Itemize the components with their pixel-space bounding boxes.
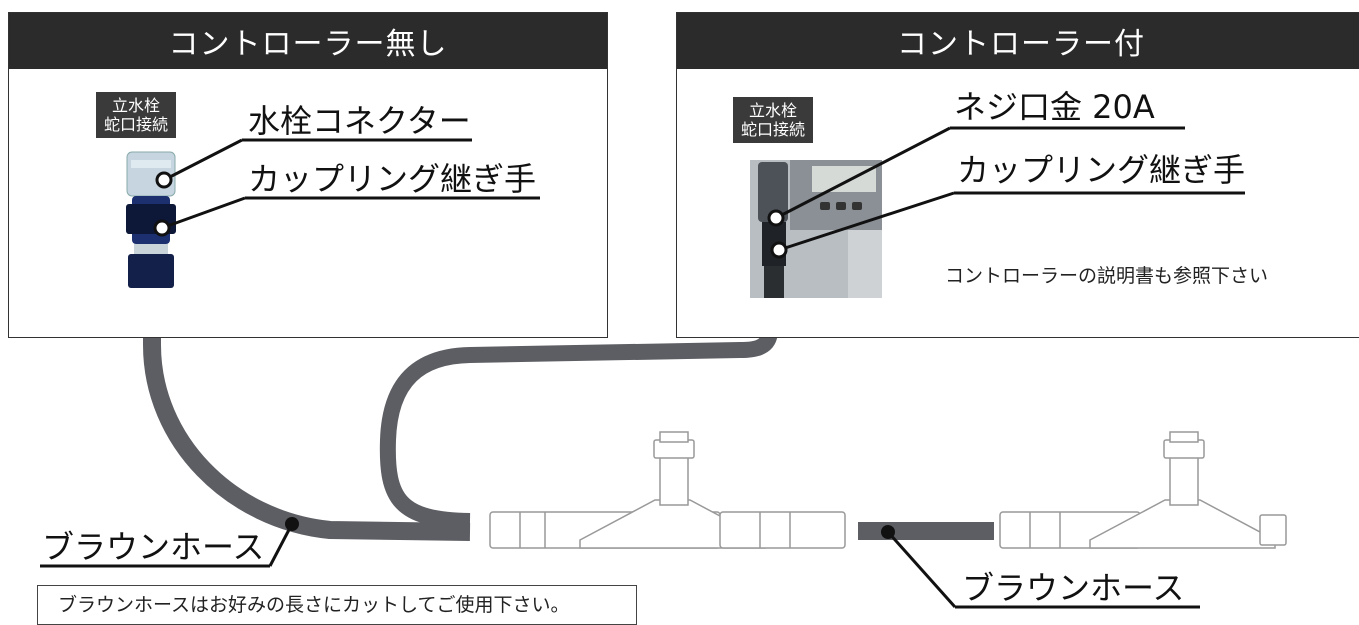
faucet-tag-right-line2: 蛇口接続 bbox=[741, 120, 806, 139]
callout-coupling-left: カップリング継ぎ手 bbox=[248, 160, 537, 198]
t-fitting-2 bbox=[999, 431, 1287, 549]
brown-hose-left bbox=[143, 298, 471, 541]
hose-dot-right bbox=[881, 525, 895, 539]
leader-hose-right bbox=[886, 531, 957, 608]
callout-coupling-right: カップリング継ぎ手 bbox=[957, 151, 1246, 189]
leader-hose-left bbox=[268, 523, 294, 567]
callout-screw-fitting: ネジ口金 20A bbox=[954, 88, 1155, 126]
controller-photo bbox=[750, 160, 882, 298]
hose-cut-note: ブラウンホースはお好みの長さにカットしてご使用下さい。 bbox=[37, 585, 637, 625]
controller-manual-note: コントローラーの説明書も参照下さい bbox=[945, 265, 1269, 287]
t-fitting-1 bbox=[489, 431, 846, 549]
hose-label-left: ブラウンホース bbox=[42, 528, 265, 566]
faucet-tag-left: 立水栓 蛇口接続 bbox=[96, 92, 177, 138]
panel-title-without-controller: コントローラー無し bbox=[9, 13, 607, 69]
brown-hose-controller bbox=[379, 298, 778, 529]
hose-label-right: ブラウンホース bbox=[962, 569, 1185, 607]
faucet-tag-right: 立水栓 蛇口接続 bbox=[733, 97, 814, 143]
panel-without-controller: コントローラー無し bbox=[8, 12, 608, 338]
faucet-tag-right-line1: 立水栓 bbox=[749, 101, 798, 120]
faucet-tag-left-line2: 蛇口接続 bbox=[104, 115, 169, 134]
panel-title-with-controller: コントローラー付 bbox=[677, 13, 1359, 69]
faucet-tag-left-line1: 立水栓 bbox=[112, 96, 161, 115]
callout-faucet-connector: 水栓コネクター bbox=[248, 102, 471, 140]
hose-dot-left bbox=[285, 517, 299, 531]
